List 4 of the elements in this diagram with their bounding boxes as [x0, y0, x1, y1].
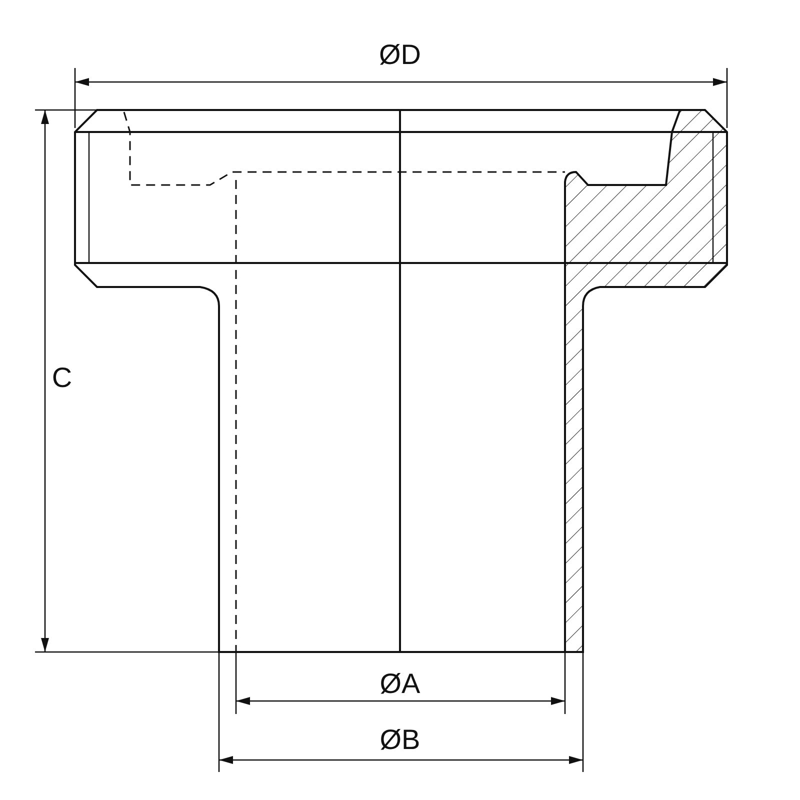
dimension-label: ØA	[380, 670, 420, 698]
dimension-label: ØD	[379, 41, 421, 69]
dimension-label: ØB	[380, 726, 420, 754]
dimension-label: C	[52, 364, 72, 392]
